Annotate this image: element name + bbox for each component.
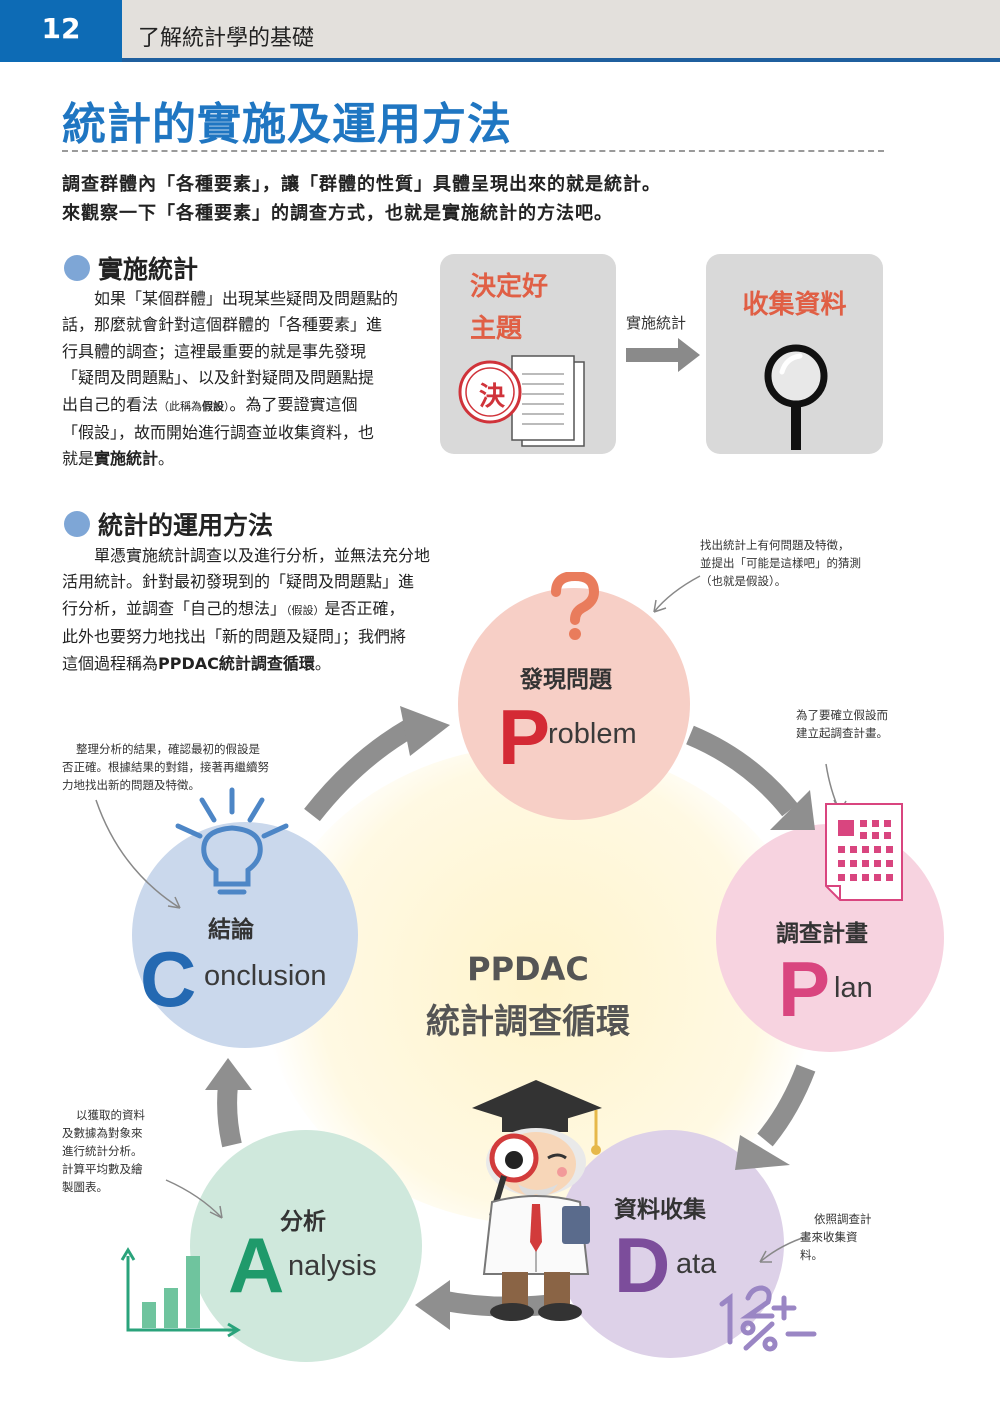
conclusion-label: 結論	[208, 910, 254, 944]
note-plan: 為了要確立假設而 建立起調查計畫。	[762, 706, 888, 742]
arrow-head-icon	[205, 1058, 252, 1090]
problem-label: 發現問題	[520, 660, 612, 694]
note-data: 依照調查計 畫來收集資 料。	[800, 1210, 886, 1264]
plan-letter: P	[778, 950, 830, 1028]
problem-letter: P	[498, 698, 550, 776]
lightbulb-icon	[172, 786, 290, 900]
conclusion-word: onclusion	[204, 960, 327, 993]
data-word: ata	[676, 1248, 716, 1281]
note-line: 製圖表。	[62, 1178, 172, 1196]
plan-word: lan	[834, 972, 873, 1005]
note-line: 否正確。根據結果的對錯，接著再繼續努	[62, 758, 288, 776]
note-line: 整理分析的結果，確認最初的假設是	[62, 740, 288, 758]
plan-document-icon	[824, 802, 904, 902]
data-label: 資料收集	[614, 1190, 706, 1224]
bar-chart-icon	[120, 1244, 244, 1340]
analysis-label: 分析	[280, 1202, 326, 1236]
cycle-title-line1: PPDAC	[390, 950, 666, 988]
note-problem: 找出統計上有何問題及特徵， 並提出「可能是這樣吧」的猜測 （也就是假設）。	[700, 536, 884, 590]
cycle-title-line2: 統計調查循環	[390, 994, 666, 1043]
note-line: 以獲取的資料	[62, 1106, 172, 1124]
plan-label: 調查計畫	[776, 914, 868, 948]
question-mark-icon	[548, 572, 602, 642]
conclusion-letter: C	[140, 940, 196, 1018]
note-analysis: 以獲取的資料 及數據為對象來 進行統計分析。 計算平均數及繪 製圖表。	[62, 1106, 172, 1196]
note-line: 力地找出新的問題及特徵。	[62, 776, 288, 794]
note-line: 畫來收集資	[800, 1228, 886, 1246]
note-line: 為了要確立假設而	[762, 706, 888, 724]
data-letter: D	[614, 1226, 670, 1304]
problem-word: roblem	[548, 718, 637, 751]
note-line: 及數據為對象來	[62, 1124, 172, 1142]
analysis-word: nalysis	[288, 1250, 377, 1283]
arrow-head-icon	[400, 706, 450, 756]
note-line: 料。	[800, 1246, 886, 1264]
note-line: 並提出「可能是這樣吧」的猜測	[700, 554, 884, 572]
math-symbols-icon	[714, 1280, 820, 1352]
note-conclusion: 整理分析的結果，確認最初的假設是 否正確。根據結果的對錯，接著再繼續努 力地找出…	[62, 740, 288, 794]
arrow-head-icon	[415, 1280, 450, 1330]
arrow-head-icon	[735, 1135, 790, 1170]
note-line: 依照調查計	[800, 1210, 886, 1228]
note-line: 進行統計分析。	[62, 1142, 172, 1160]
note-line: 計算平均數及繪	[62, 1160, 172, 1178]
note-line: （也就是假設）。	[700, 572, 884, 590]
note-line: 建立起調查計畫。	[762, 724, 888, 742]
note-line: 找出統計上有何問題及特徵，	[700, 536, 884, 554]
professor-illustration	[462, 1066, 608, 1326]
